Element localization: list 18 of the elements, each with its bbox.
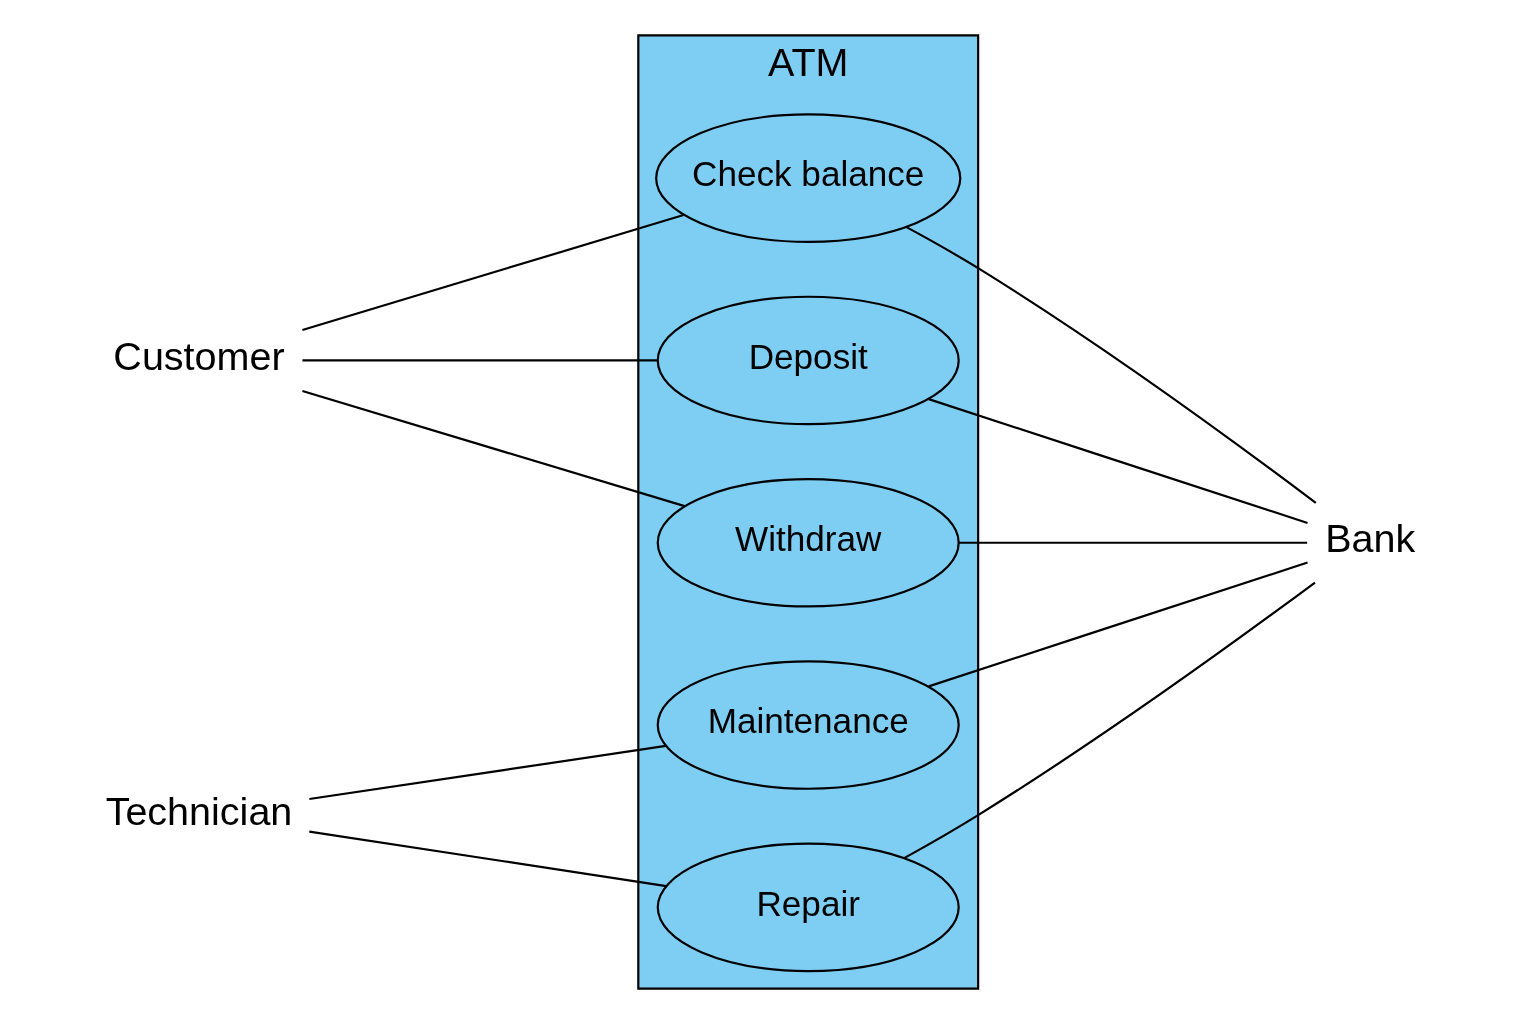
connector — [959, 541, 1308, 544]
connector — [302, 213, 684, 331]
node-ellipse: Check balance — [655, 112, 962, 243]
connector — [309, 744, 666, 800]
node-ellipse: Repair — [656, 842, 960, 972]
node-text: Customer — [113, 333, 285, 378]
node-ellipse: Deposit — [656, 295, 960, 425]
node-text: Bank — [1325, 515, 1416, 560]
node-ellipse: Maintenance — [656, 659, 960, 790]
connector — [302, 358, 658, 362]
connector — [928, 397, 1308, 524]
node-text: Technician — [105, 788, 293, 833]
connector — [928, 560, 1308, 687]
connector — [302, 389, 685, 507]
connector — [904, 581, 1316, 859]
node-ellipse: Withdraw — [656, 477, 960, 608]
connector — [309, 830, 667, 887]
connector — [905, 225, 1317, 504]
